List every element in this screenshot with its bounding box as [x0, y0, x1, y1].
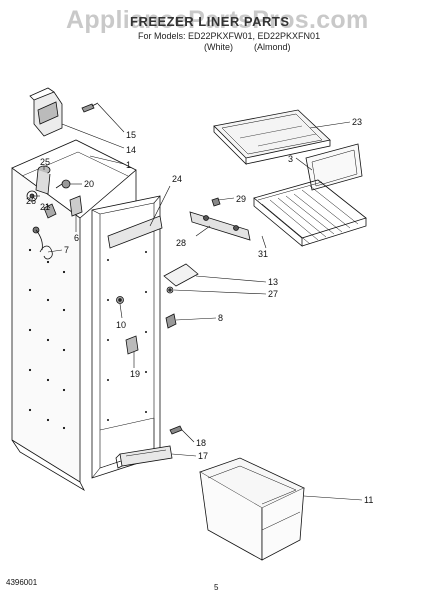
callout-14: 14	[126, 145, 136, 155]
hinge-cover	[29, 87, 63, 137]
callout-20: 20	[84, 179, 94, 189]
part-19	[125, 335, 139, 355]
page-header: AppliancePartsPros.com FREEZER LINER PAR…	[0, 0, 434, 80]
plate-13	[163, 263, 199, 294]
shelf-front-3	[305, 143, 363, 191]
callout-24: 24	[172, 174, 182, 184]
footer-part-code: 4396001	[6, 578, 38, 587]
callout-18: 18	[196, 438, 206, 448]
trim-17	[115, 445, 173, 469]
callout-23: 23	[352, 117, 362, 127]
callout-29: 29	[236, 194, 246, 204]
shelf-support-28	[189, 197, 251, 241]
callout-15: 15	[126, 130, 136, 140]
callout-28: 28	[176, 238, 186, 248]
part-10	[116, 296, 124, 304]
clip-8	[165, 313, 177, 329]
bin-11	[199, 457, 305, 561]
callout-25: 25	[40, 157, 50, 167]
callout-13: 13	[268, 277, 278, 287]
leader-lines	[32, 103, 363, 501]
callout-labels: 15 14 1 25 20 26 21 6 7 24 23 3 29 28 31…	[26, 117, 373, 505]
callout-1: 1	[126, 160, 131, 170]
callout-19: 19	[130, 369, 140, 379]
screw-18	[169, 425, 183, 435]
control-parts	[26, 165, 83, 260]
callout-31: 31	[258, 249, 268, 259]
shelf-glass	[213, 109, 331, 165]
liner-panel	[91, 195, 163, 479]
model-numbers: For Models: ED22PKXFW01, ED22PKXFN01	[138, 31, 321, 41]
screw-15	[81, 102, 99, 113]
wire-shelf	[253, 179, 367, 247]
callout-27: 27	[268, 289, 278, 299]
watermark: AppliancePartsPros.com	[66, 6, 369, 34]
callout-3: 3	[288, 154, 293, 164]
callout-17: 17	[198, 451, 208, 461]
color-almond: (Almond)	[254, 42, 291, 52]
color-white: (White)	[204, 42, 233, 52]
callout-7: 7	[64, 245, 69, 255]
callout-6: 6	[74, 233, 79, 243]
diagram-title: FREEZER LINER PARTS	[130, 14, 290, 29]
footer-page-number: 5	[214, 583, 219, 592]
callout-11: 11	[364, 495, 373, 505]
callout-26: 26	[26, 196, 36, 206]
callout-10: 10	[116, 320, 126, 330]
callout-8: 8	[218, 313, 223, 323]
callout-21: 21	[40, 202, 50, 212]
